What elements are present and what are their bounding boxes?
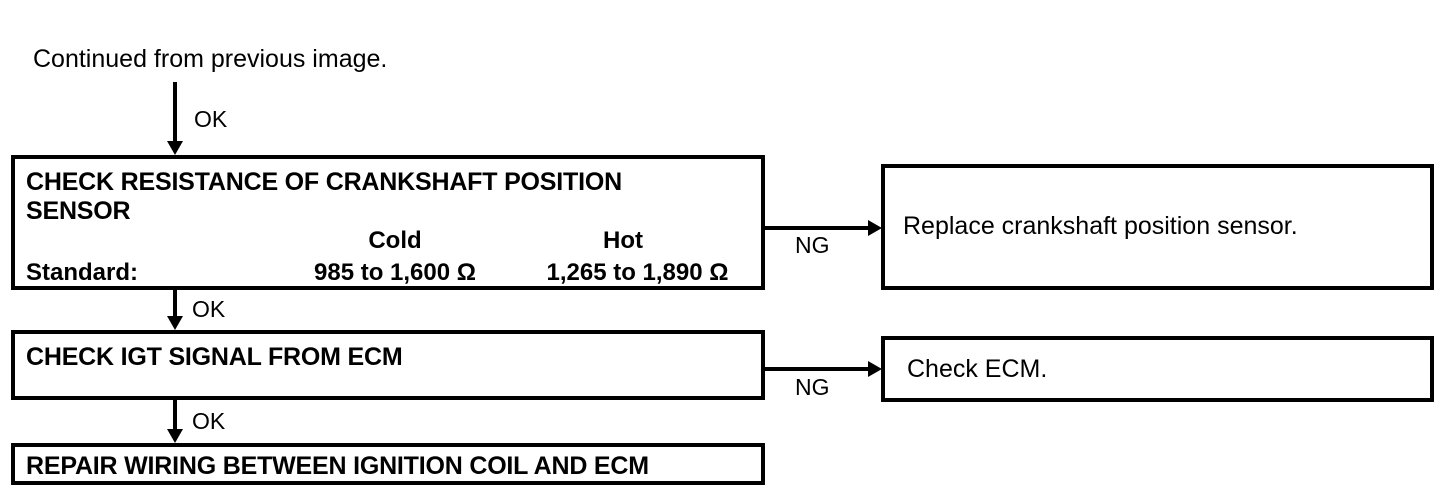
ok-connector-line-2 bbox=[173, 400, 177, 430]
continued-from-note: Continued from previous image. bbox=[33, 45, 388, 73]
entry-ok-label: OK bbox=[194, 106, 228, 132]
spec-column-head-hot: Hot bbox=[603, 227, 643, 254]
entry-arrow-head bbox=[167, 141, 183, 155]
spec-value-cold: 985 to 1,600 Ω bbox=[314, 259, 476, 286]
step-check-igt-box[interactable]: CHECK IGT SIGNAL FROM ECM bbox=[11, 330, 765, 400]
ok-label-1: OK bbox=[192, 296, 226, 322]
ng-connector-line-1 bbox=[765, 226, 871, 230]
result-replace-sensor-text: Replace crankshaft position sensor. bbox=[903, 212, 1298, 240]
ok-arrow-head-1 bbox=[167, 316, 183, 330]
ok-label-2: OK bbox=[192, 408, 226, 434]
ng-connector-line-2 bbox=[765, 367, 871, 371]
ok-connector-line-1 bbox=[173, 290, 177, 318]
ng-label-1: NG bbox=[795, 232, 830, 258]
step-repair-wiring-box[interactable]: REPAIR WIRING BETWEEN IGNITION COIL AND … bbox=[11, 443, 765, 485]
ng-arrow-head-2 bbox=[868, 361, 882, 377]
spec-column-head-cold: Cold bbox=[368, 227, 422, 254]
result-replace-sensor-box[interactable]: Replace crankshaft position sensor. bbox=[881, 164, 1434, 290]
step-check-resistance-box[interactable]: CHECK RESISTANCE OF CRANKSHAFT POSITION … bbox=[11, 155, 765, 290]
ok-arrow-head-2 bbox=[167, 429, 183, 443]
result-check-ecm-text: Check ECM. bbox=[907, 355, 1048, 383]
result-check-ecm-box[interactable]: Check ECM. bbox=[881, 336, 1434, 402]
step-check-resistance-title: CHECK RESISTANCE OF CRANKSHAFT POSITION … bbox=[26, 168, 622, 225]
entry-connector-line bbox=[173, 82, 177, 142]
step-check-igt-title: CHECK IGT SIGNAL FROM ECM bbox=[26, 343, 403, 371]
spec-value-hot: 1,265 to 1,890 Ω bbox=[546, 259, 729, 286]
ng-arrow-head-1 bbox=[868, 220, 882, 236]
step-repair-wiring-title: REPAIR WIRING BETWEEN IGNITION COIL AND … bbox=[26, 452, 649, 480]
ng-label-2: NG bbox=[795, 374, 830, 400]
spec-row-label-standard: Standard: bbox=[26, 259, 139, 286]
